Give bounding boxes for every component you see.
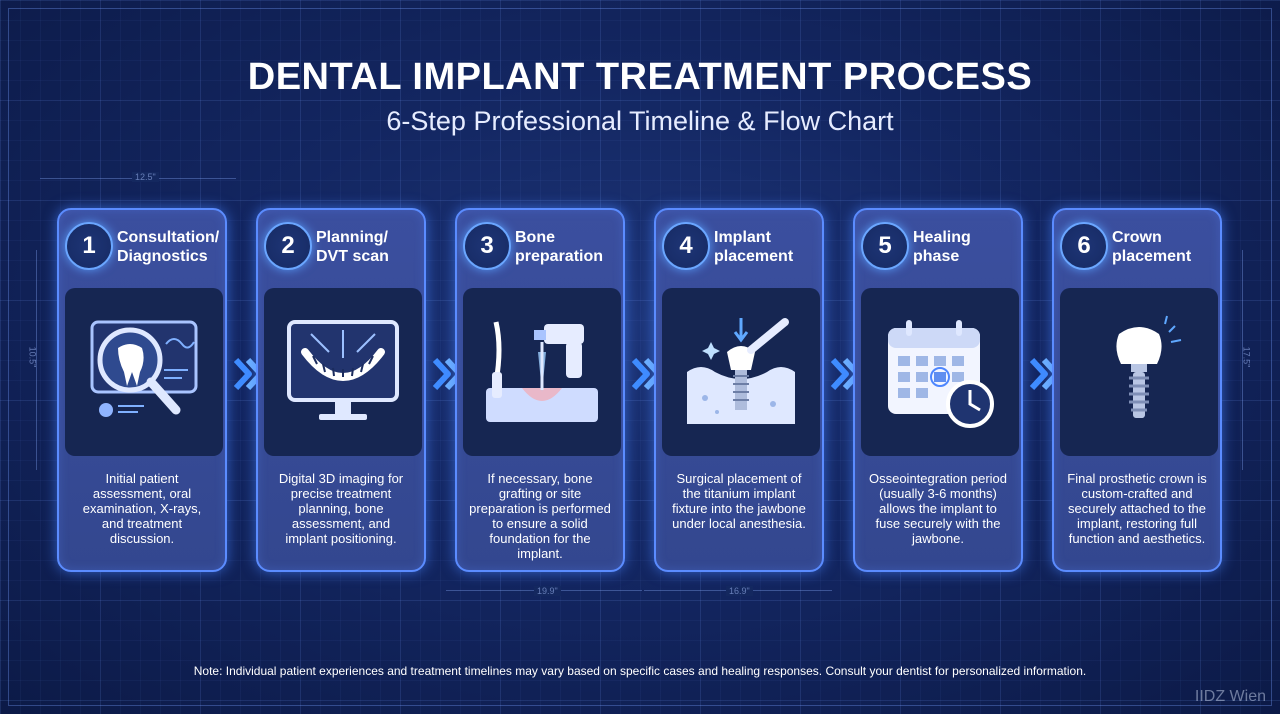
tooth-magnifier-icon — [90, 320, 198, 417]
dimension-line-right — [1242, 250, 1243, 470]
step-illustration-panel — [65, 288, 223, 456]
step-illustration-panel — [264, 288, 422, 456]
jaw-scan-monitor-icon — [287, 320, 399, 420]
step-description: Digital 3D imaging for precise treatment… — [278, 471, 404, 546]
dimension-line-left — [36, 250, 37, 470]
dimension-label-bottom-2: 16.9" — [726, 586, 753, 596]
step-label: Planning/ DVT scan — [316, 229, 389, 265]
step-description: Surgical placement of the titanium impla… — [672, 471, 806, 531]
step-card-4: 4 Implant placement Surgical placement o… — [654, 208, 824, 572]
step-description: Osseointegration period (usually 3-6 mon… — [868, 471, 1008, 546]
step-illustration-panel — [662, 288, 820, 456]
step-illustration-panel — [861, 288, 1019, 456]
step-label: Implant placement — [714, 229, 794, 265]
step-card-1: 1 Consultation/ Diagnostics Initial pati… — [57, 208, 227, 572]
page-subtitle: 6-Step Professional Timeline & Flow Char… — [386, 106, 894, 136]
step-illustration-panel — [463, 288, 621, 456]
calendar-clock-icon — [888, 320, 994, 428]
step-number-badge: 5 — [861, 222, 909, 270]
dimension-label-bottom-1: 19.9" — [534, 586, 561, 596]
step-number-badge: 2 — [264, 222, 312, 270]
step-description: If necessary, bone grafting or site prep… — [469, 471, 611, 561]
step-illustration-panel — [1060, 288, 1218, 456]
blueprint-frame — [8, 8, 1272, 706]
step-description: Final prosthetic crown is custom-crafted… — [1067, 471, 1207, 546]
step-card-2: 2 Planning/ DVT scan Digital 3D imaging … — [256, 208, 426, 572]
dental-drill-icon — [486, 321, 598, 422]
step-number-badge: 6 — [1060, 222, 1108, 270]
dimension-label-top: 12.5" — [132, 172, 159, 182]
step-label: Crown placement — [1112, 229, 1192, 265]
dimension-label-left: 10.5" — [27, 346, 38, 368]
step-description: Initial patient assessment, oral examina… — [82, 471, 202, 546]
dimension-label-right: 17.5" — [1241, 346, 1252, 368]
step-card-3: 3 Bone preparation If necessary, bone gr… — [455, 208, 625, 572]
step-number-badge: 4 — [662, 222, 710, 270]
step-card-5: 5 Healing phase Osseointegration period … — [853, 208, 1023, 572]
step-label: Consultation/ Diagnostics — [117, 229, 220, 265]
step-label: Bone preparation — [515, 229, 604, 265]
step-number-badge: 1 — [65, 222, 113, 270]
page-title: DENTAL IMPLANT TREATMENT PROCESS — [247, 56, 1033, 98]
disclaimer-note: Note: Individual patient experiences and… — [193, 664, 1087, 678]
step-card-6: 6 Crown placement Final prosthetic crown… — [1052, 208, 1222, 572]
implant-crown-icon — [1116, 315, 1182, 418]
step-number-badge: 3 — [463, 222, 511, 270]
step-label: Healing phase — [913, 229, 971, 265]
watermark: IIDZ Wien — [1194, 688, 1266, 705]
implant-insertion-icon — [687, 318, 795, 424]
